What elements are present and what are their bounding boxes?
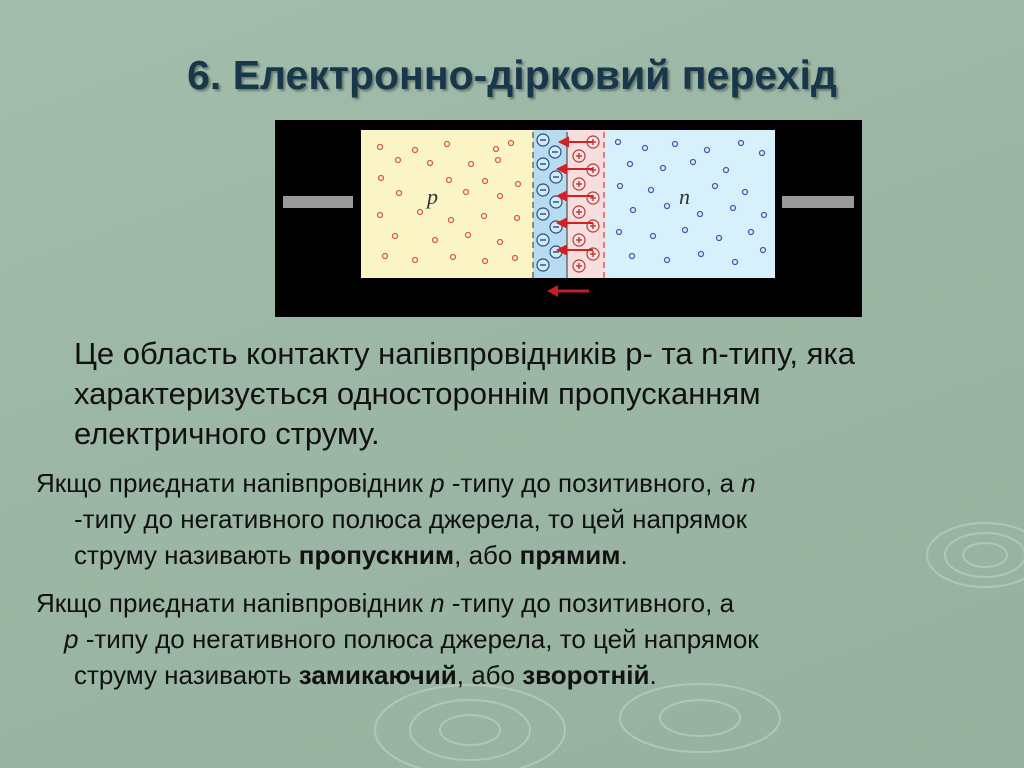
field-direction-arrow (547, 285, 589, 297)
reverse-mid: , або (456, 660, 523, 690)
forward-line-3: струму називають пропускним, або прямим. (36, 537, 996, 573)
field-arrows (555, 136, 593, 256)
reverse-line-3: струму називають замикаючий, або зворотн… (36, 657, 996, 693)
reverse-line-2: р -типу до негативного полюса джерела, т… (36, 621, 996, 657)
n-region (605, 130, 775, 278)
reverse-bias-paragraph: Якщо приєднати напівпровідник n -типу до… (36, 585, 996, 693)
p-label: p (425, 184, 438, 209)
forward-text-4: струму називають (74, 540, 299, 570)
pn-junction-diagram: p n (283, 130, 854, 297)
reverse-text-1: Якщо приєднати напівпровідник (36, 588, 431, 618)
slide-title: 6. Електронно-дірковий перехід (187, 52, 837, 98)
reverse-text-3: -типу до негативного полюса джерела, то … (78, 624, 759, 654)
left-lead (283, 196, 353, 208)
reverse-text-4: струму називають (74, 660, 299, 690)
forward-n: n (741, 468, 756, 498)
positive-ions (572, 135, 600, 273)
reverse-n: n (430, 588, 445, 618)
forward-end: . (620, 540, 628, 570)
n-label: n (679, 184, 690, 209)
forward-bold-2: прямим (519, 540, 621, 570)
electron-carriers (614, 138, 768, 266)
reverse-end: . (649, 660, 657, 690)
pn-junction-figure: p n (275, 120, 862, 317)
forward-text-3: -типу до негативного полюса джерела, то … (74, 504, 747, 534)
forward-p: р (430, 468, 445, 498)
reverse-text-2: -типу до позитивного, а (444, 588, 735, 618)
hole-carriers (376, 139, 522, 265)
reverse-bold-2: зворотній (522, 660, 650, 690)
reverse-p: р (64, 624, 79, 654)
forward-bias-paragraph: Якщо приєднати напівпровідник р -типу до… (36, 465, 996, 573)
forward-text-1: Якщо приєднати напівпровідник (36, 468, 431, 498)
reverse-bold-1: замикаючий (298, 660, 457, 690)
forward-text-2: -типу до позитивного, а (444, 468, 742, 498)
p-region (361, 130, 533, 278)
forward-bold-1: пропускним (298, 540, 455, 570)
forward-mid: , або (454, 540, 520, 570)
definition-text: Це область контакту напівпровідників р- … (74, 336, 855, 451)
right-lead (782, 196, 854, 208)
